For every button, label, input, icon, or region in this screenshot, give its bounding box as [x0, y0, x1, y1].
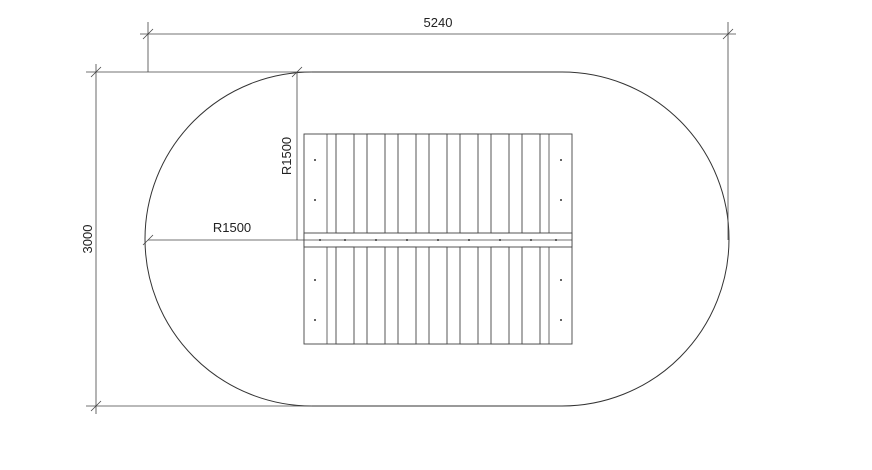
top-slats [335, 133, 541, 234]
dimension-radius-vertical: R1500 [279, 66, 303, 240]
dim-length-label: 5240 [424, 15, 453, 30]
stadium-outline [144, 71, 730, 407]
fastener-dots [314, 159, 562, 321]
dim-width-label: 3000 [80, 225, 95, 254]
dim-radius-vertical-label: R1500 [279, 137, 294, 175]
dimension-radius-horizontal: R1500 [142, 220, 318, 246]
dim-radius-horizontal-label: R1500 [213, 220, 251, 235]
deck-assembly [303, 133, 573, 345]
bottom-slats [335, 246, 541, 345]
dimension-overall-length: 5240 [140, 15, 736, 240]
dimension-overall-width: 3000 [80, 64, 312, 414]
